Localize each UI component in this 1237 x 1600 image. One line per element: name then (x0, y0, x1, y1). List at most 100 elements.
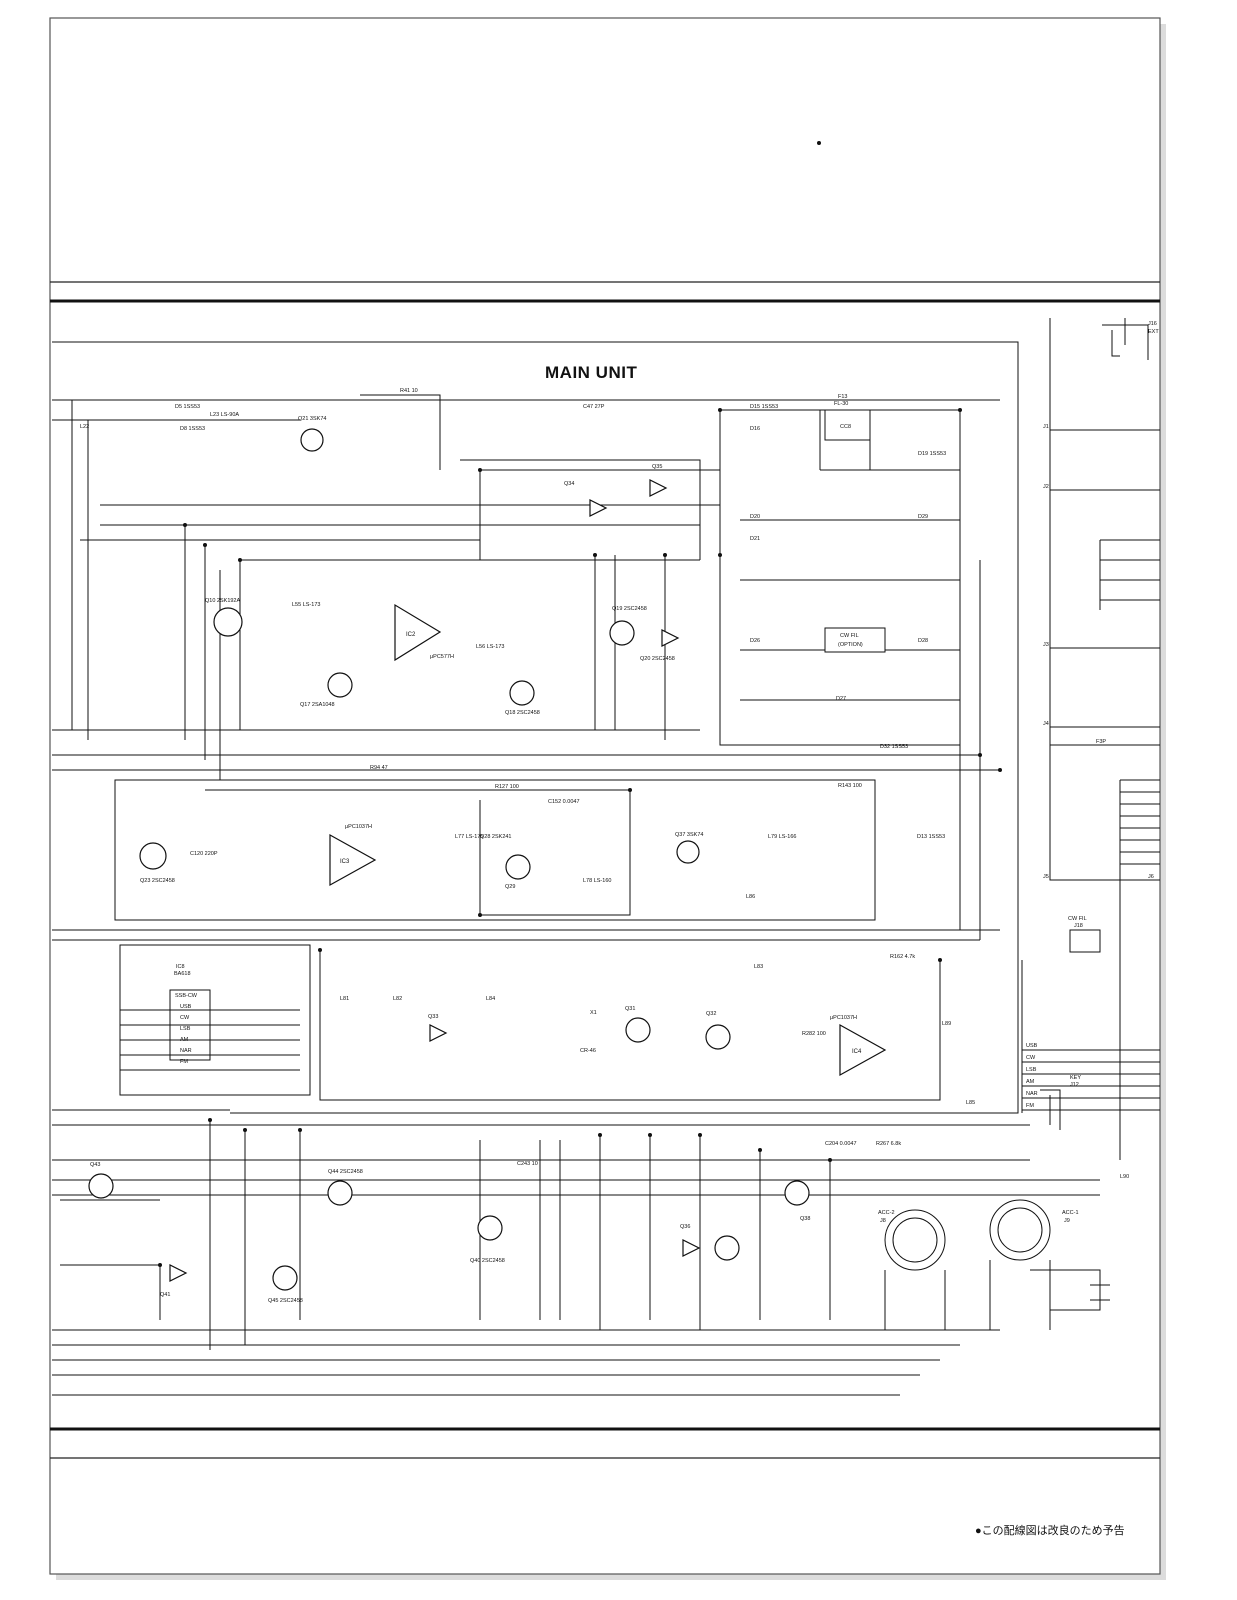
side-label: AM (1026, 1079, 1035, 1085)
coil-label: L77 LS-175 (455, 834, 483, 840)
junction-dots (158, 408, 1002, 1267)
diode-label: D28 (918, 638, 928, 644)
connector-label: J12 (1070, 1082, 1079, 1088)
document-title: MAIN UNIT (545, 363, 637, 382)
coil-label: L79 LS-166 (768, 834, 796, 840)
coil-label: L85 (966, 1100, 975, 1106)
transistor-label: Q21 3SK74 (298, 416, 326, 422)
side-label: J3 (1043, 642, 1049, 648)
transistor-label: Q35 (652, 464, 662, 470)
transistor-label: Q43 (90, 1162, 100, 1168)
ic-part-label: μPC577H (430, 654, 454, 660)
resistor-label: R162 4.7k (890, 954, 915, 960)
ic-part-label: μPC1037H (345, 824, 372, 830)
ic8-ref: IC8 (176, 964, 185, 970)
diode-label: D29 (918, 514, 928, 520)
footnote: ●この配線図は改良のため予告 (975, 1523, 1125, 1537)
ic8-pin: LSB (180, 1026, 191, 1032)
filter-body: (OPTION) (838, 642, 863, 648)
connector-label: CW FIL (1068, 916, 1087, 922)
connector-label: EXT (1148, 329, 1159, 335)
filter-part: CR-46 (580, 1048, 596, 1054)
transistor-label: Q31 (625, 1006, 635, 1012)
capacitor-label: C120 220P (190, 851, 218, 857)
ic-part-label: μPC1037H (830, 1015, 857, 1021)
coil-label: L83 (754, 964, 763, 970)
filter-body: CC8 (840, 424, 851, 430)
coil-label: L56 LS-173 (476, 644, 504, 650)
ic8-pin: AM (180, 1037, 189, 1043)
ic-label: IC3 (340, 859, 350, 865)
circuit-wiring (52, 318, 1160, 1396)
diode-label: D13 1SS53 (917, 834, 945, 840)
side-label: J2 (1043, 484, 1049, 490)
capacitor-label: C152 0.0047 (548, 799, 580, 805)
side-label: J4 (1043, 721, 1049, 727)
ic8-pin: CW (180, 1015, 190, 1021)
ic8-pin: SSB-CW (175, 993, 198, 999)
side-label: CW (1026, 1055, 1036, 1061)
ic8-pin: FM (180, 1059, 188, 1065)
resistor-label: R94 47 (370, 765, 388, 771)
resistor-label: R282 100 (802, 1031, 826, 1037)
coil-label: L23 LS-90A (210, 412, 239, 418)
transistor-label: Q29 (505, 884, 515, 890)
connector-label: J8 (880, 1218, 886, 1224)
diode-label: D26 (750, 638, 760, 644)
side-label: J6 (1148, 874, 1154, 880)
transistor-label: Q44 2SC2458 (328, 1169, 363, 1175)
transistor-label: Q19 2SC2458 (612, 606, 647, 612)
connector-ref: ACC-1 (1062, 1210, 1079, 1216)
side-label: LSB (1026, 1067, 1037, 1073)
coil-label: L81 (340, 996, 349, 1002)
side-label: USB (1026, 1043, 1038, 1049)
ic8-part: BA618 (174, 971, 191, 977)
transistor-label: Q37 3SK74 (675, 832, 703, 838)
transistor-label: Q36 (680, 1224, 690, 1230)
side-label: F3P (1096, 739, 1106, 745)
diode-label: D27 (836, 696, 846, 702)
capacitor-label: C243 10 (517, 1161, 538, 1167)
resistor-label: R41 10 (400, 388, 418, 394)
diode-label: D20 (750, 514, 760, 520)
diode-label: D15 1SS53 (750, 404, 778, 410)
filter-ref: F13 (838, 394, 847, 400)
coil-label: L90 (1120, 1174, 1129, 1180)
transistor-label: Q40 2SC2458 (470, 1258, 505, 1264)
diode-label: D8 1SS53 (180, 426, 205, 432)
connector-ref: ACC-2 (878, 1210, 895, 1216)
transistor-label: Q38 (800, 1216, 810, 1222)
capacitor-label: C204 0.0047 (825, 1141, 857, 1147)
coil-label: L84 (486, 996, 495, 1002)
ic-label: IC4 (852, 1049, 862, 1055)
coil-label: L22 (80, 424, 89, 430)
transistor-label: Q10 2SK192A (205, 598, 240, 604)
filter-part: CW FIL (840, 633, 859, 639)
resistor-label: R127 100 (495, 784, 519, 790)
component-labels: IC2 IC3 IC4 μPC577H μPC1037H μPC1037H F1… (80, 321, 1159, 1304)
diode-label: D19 1SS53 (918, 451, 946, 457)
connector-ref: J18 (1074, 923, 1083, 929)
connector-label: J9 (1064, 1218, 1070, 1224)
resistor-label: R267 6.8k (876, 1141, 901, 1147)
side-label: NAR (1026, 1091, 1038, 1097)
coil-label: L86 (746, 894, 755, 900)
transistor-label: Q33 (428, 1014, 438, 1020)
diode-label: D32 1SS53 (880, 744, 908, 750)
capacitor-label: C47 27P (583, 404, 605, 410)
transistor-label: Q45 2SC2458 (268, 1298, 303, 1304)
transistor-label: Q34 (564, 481, 574, 487)
transistor-label: Q32 (706, 1011, 716, 1017)
transistor-symbols (88, 428, 810, 1291)
transistor-label: Q17 2SA1048 (300, 702, 335, 708)
ic8-pin: NAR (180, 1048, 192, 1054)
page-frame (49, 17, 1161, 1575)
side-label: FM (1026, 1103, 1034, 1109)
transistor-label: Q41 (160, 1292, 170, 1298)
transistor-label: Q28 2SK241 (480, 834, 512, 840)
ic-label: IC2 (406, 632, 416, 638)
transistor-label: Q23 2SC2458 (140, 878, 175, 884)
coil-label: L89 (942, 1021, 951, 1027)
diode-label: D16 (750, 426, 760, 432)
